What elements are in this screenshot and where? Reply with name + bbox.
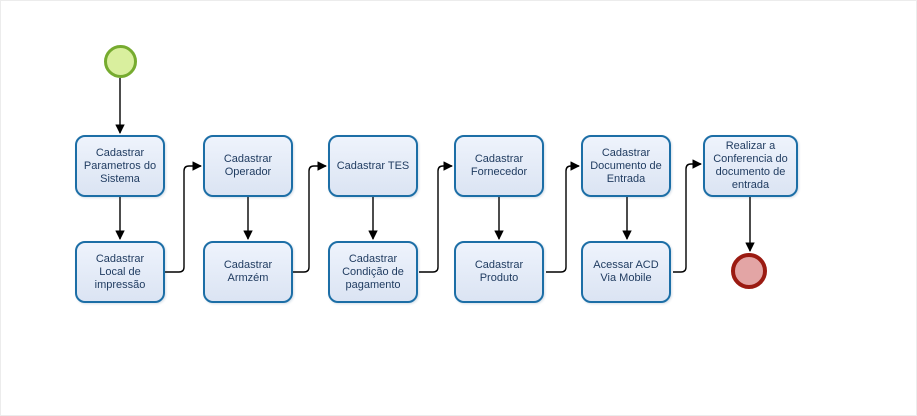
task-cadastrar-fornecedor[interactable]: Cadastrar Fornecedor — [454, 135, 544, 197]
task-label: Cadastrar Condição de pagamento — [342, 252, 404, 291]
task-cadastrar-produto[interactable]: Cadastrar Produto — [454, 241, 544, 303]
edge-t6-to-t7 — [419, 161, 453, 273]
edge-t2-to-t3 — [165, 161, 202, 273]
task-label: Cadastrar Operador — [223, 153, 273, 178]
start-event[interactable] — [104, 45, 137, 78]
task-label: Realizar a Conferencia do documento de e… — [713, 140, 788, 191]
task-label: Cadastrar TES — [336, 159, 410, 172]
task-label: Cadastrar Parametros do Sistema — [83, 146, 157, 185]
edge-t10-to-t11 — [673, 159, 702, 273]
task-label: Cadastrar Armzém — [223, 259, 273, 284]
task-cadastrar-operador[interactable]: Cadastrar Operador — [203, 135, 293, 197]
task-cadastrar-local-de-impressao[interactable]: Cadastrar Local de impressão — [75, 241, 165, 303]
task-cadastrar-documento-de-entrada[interactable]: Cadastrar Documento de Entrada — [581, 135, 671, 197]
task-label: Cadastrar Fornecedor — [470, 153, 528, 178]
edge-t8-to-t9 — [546, 161, 580, 273]
task-cadastrar-condicao-de-pagamento[interactable]: Cadastrar Condição de pagamento — [328, 241, 418, 303]
end-event[interactable] — [731, 253, 767, 289]
task-cadastrar-armzem[interactable]: Cadastrar Armzém — [203, 241, 293, 303]
task-label: Acessar ACD Via Mobile — [593, 259, 659, 284]
task-realizar-a-conferencia-do-documento-de-entrada[interactable]: Realizar a Conferencia do documento de e… — [703, 135, 798, 197]
task-acessar-acd-via-mobile[interactable]: Acessar ACD Via Mobile — [581, 241, 671, 303]
task-label: Cadastrar Produto — [474, 259, 524, 284]
task-label: Cadastrar Documento de Entrada — [590, 146, 662, 185]
task-cadastrar-tes[interactable]: Cadastrar TES — [328, 135, 418, 197]
task-label: Cadastrar Local de impressão — [94, 252, 146, 291]
edge-t4-to-t5 — [293, 161, 327, 273]
task-cadastrar-parametros-do-sistema[interactable]: Cadastrar Parametros do Sistema — [75, 135, 165, 197]
